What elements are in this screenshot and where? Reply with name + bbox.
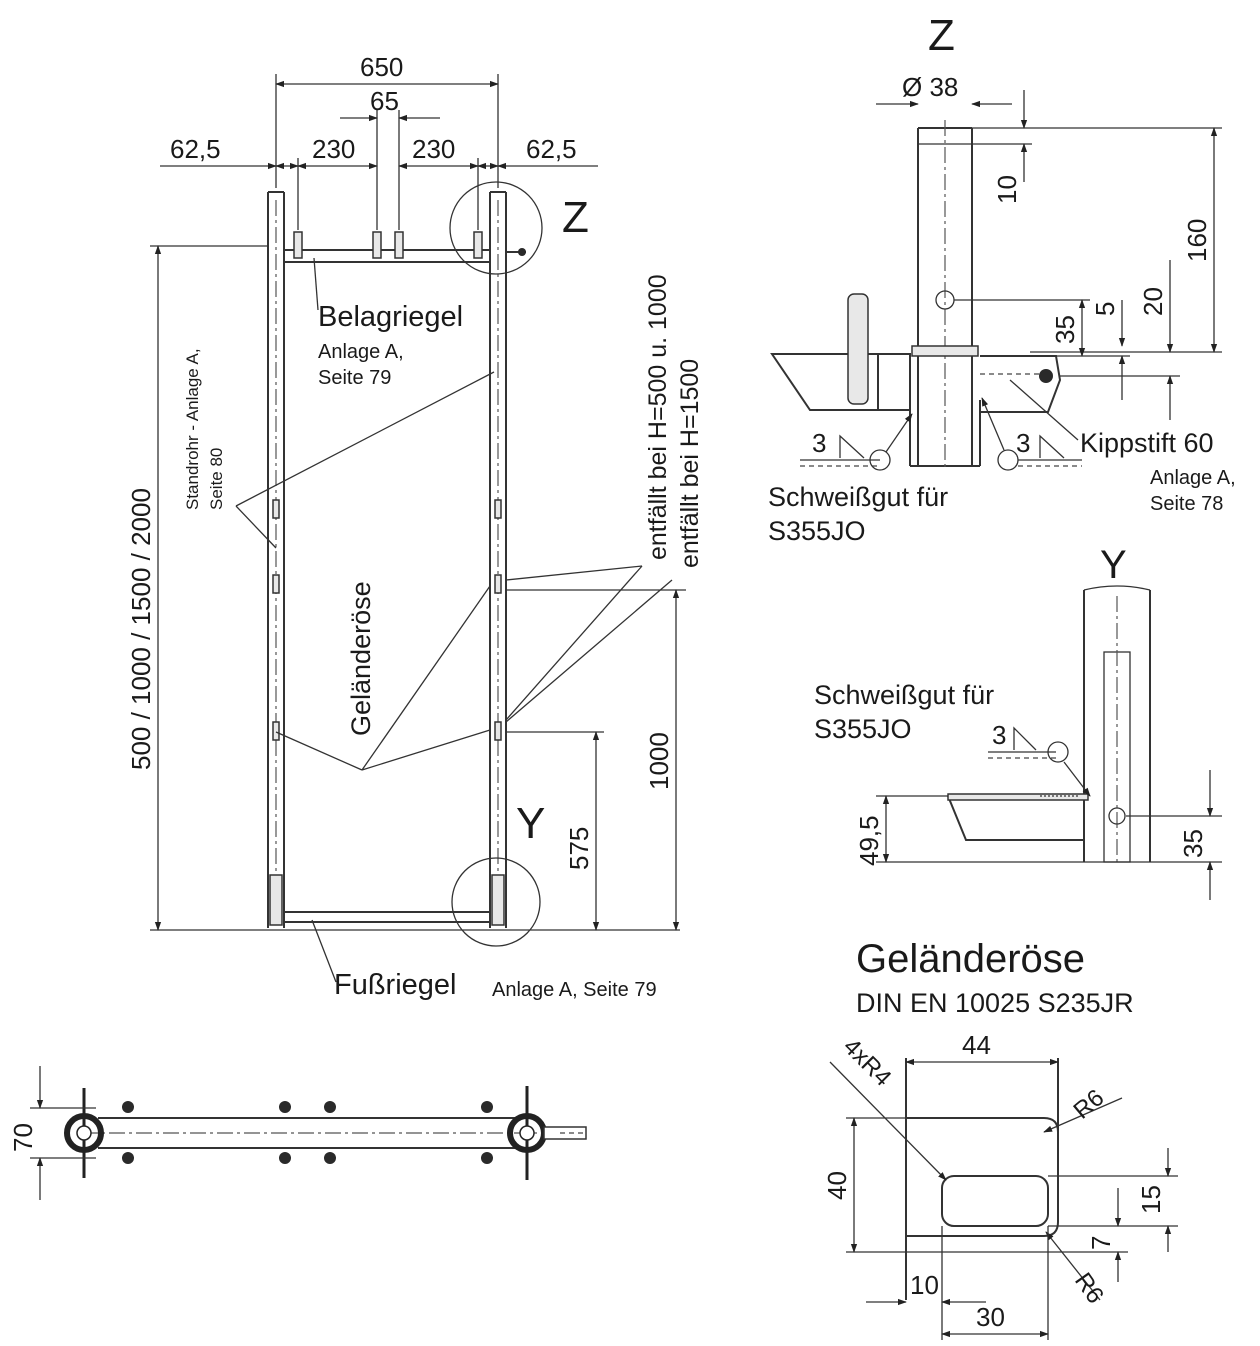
- standrohr-right: [489, 191, 507, 928]
- weld-note-z-1: Schweißgut für: [768, 482, 948, 512]
- weld-y-size: 3: [992, 720, 1006, 750]
- dim-44-text: 44: [962, 1030, 991, 1060]
- fussriegel-bar: [284, 911, 490, 923]
- weld-right-size: 3: [1016, 428, 1030, 458]
- kippstifte: [293, 231, 483, 259]
- dimension-35: 35: [954, 299, 1090, 357]
- standrohr-left: [267, 191, 285, 928]
- label-fussriegel: Fußriegel Anlage A, Seite 79: [311, 919, 657, 1001]
- dimension-height: 500 / 1000 / 1500 / 2000: [126, 245, 680, 931]
- ring-left: [64, 1088, 104, 1178]
- label-entfaellt: entfällt bei H=500 u. 1000 entfällt bei …: [505, 274, 704, 723]
- detail-z: Z Ø 38 10: [768, 11, 1236, 546]
- dim-10-text: 10: [992, 175, 1022, 204]
- label-4xr4: 4xR4: [829, 1033, 947, 1181]
- label-kippstift: Kippstift 60 Anlage A, Seite 78: [1009, 379, 1236, 515]
- dim-dia-text: Ø 38: [902, 72, 958, 102]
- weld-note-y-1: Schweißgut für: [814, 680, 994, 710]
- dimension-dia-38: Ø 38: [876, 72, 1012, 108]
- dim-650-text: 650: [360, 52, 403, 82]
- dimension-650: 650: [275, 52, 499, 188]
- dimension-49-5: 49,5: [854, 795, 1222, 866]
- dimension-160: 160: [1030, 127, 1222, 353]
- dimension-10-oese: 10: [866, 1226, 986, 1340]
- standrohr-ref: Seite 80: [207, 448, 226, 510]
- weld-symbol-right: 3: [981, 397, 1082, 471]
- dimension-5: 5: [1056, 300, 1130, 400]
- dimension-1000: 1000: [506, 589, 686, 931]
- dimension-20: 20: [1060, 260, 1180, 420]
- label-belagriegel: Belagriegel Anlage A, Seite 79: [313, 257, 463, 389]
- dim-5-text: 5: [1090, 302, 1120, 316]
- oese-title: Geländeröse: [856, 937, 1085, 981]
- r4-text: 4xR4: [838, 1033, 897, 1092]
- dim-30-text: 30: [976, 1302, 1005, 1332]
- oese-material: DIN EN 10025 S235JR: [856, 988, 1134, 1018]
- weld-left-size: 3: [812, 428, 826, 458]
- dim-230-left: 230: [312, 134, 355, 164]
- dimension-575: 575: [506, 731, 604, 931]
- gelaenderoese-text: Geländeröse: [346, 581, 376, 736]
- detail-circle-y: [451, 857, 541, 947]
- detail-label-z: Z: [562, 193, 589, 242]
- entfaellt-2-text: entfällt bei H=1500: [676, 359, 704, 568]
- detail-y-title: Y: [1100, 543, 1127, 587]
- dimension-35-y: 35: [1126, 770, 1222, 900]
- dim-1000-text: 1000: [644, 732, 674, 790]
- dim-20-text: 20: [1138, 287, 1168, 316]
- dim-62-5-left: 62,5: [170, 134, 221, 164]
- dim-230-right: 230: [412, 134, 455, 164]
- dimension-chain-top: 62,5 230 230 62,5: [160, 134, 598, 230]
- detail-y: Y 3 Schweißgut für S355JO 49,5: [814, 543, 1222, 900]
- fussriegel-ref: Anlage A, Seite 79: [492, 979, 657, 1001]
- dim-70-text: 70: [8, 1123, 38, 1152]
- dim-15-text: 15: [1136, 1185, 1166, 1214]
- weld-note-y-2: S355JO: [814, 714, 912, 744]
- dim-35-y-text: 35: [1178, 829, 1208, 858]
- detail-z-title: Z: [928, 11, 955, 60]
- dimension-10: 10: [972, 90, 1222, 204]
- dim-height-text: 500 / 1000 / 1500 / 2000: [126, 488, 156, 770]
- dim-10-oese-text: 10: [910, 1270, 939, 1300]
- detail-circle-z: [449, 181, 543, 275]
- dim-160-text: 160: [1182, 219, 1212, 262]
- fussriegel-text: Fußriegel: [334, 969, 457, 1001]
- dimension-15: 15: [1048, 1148, 1178, 1252]
- dim-62-5-right: 62,5: [526, 134, 577, 164]
- plan-pins: [122, 1101, 493, 1164]
- label-standrohr: Standrohr - Anlage A, Seite 80: [183, 348, 495, 549]
- dimension-44: 44: [905, 1030, 1059, 1066]
- gelaenderoesen: [272, 499, 502, 741]
- belagriegel-text: Belagriegel: [318, 301, 463, 333]
- ring-right: [507, 1086, 587, 1180]
- dimension-40: 40: [822, 1117, 1128, 1253]
- dim-65-text: 65: [370, 86, 399, 116]
- dim-575-text: 575: [564, 827, 594, 870]
- gelaenderoese-detail: Geländeröse DIN EN 10025 S235JR 44 4xR4 …: [822, 937, 1178, 1340]
- label-gelaenderoese: Geländeröse: [275, 581, 491, 771]
- belagriegel-ref2: Seite 79: [318, 367, 391, 389]
- entfaellt-1-text: entfällt bei H=500 u. 1000: [644, 274, 672, 560]
- dim-35-text: 35: [1050, 315, 1080, 344]
- detail-label-y: Y: [516, 799, 545, 848]
- dim-49-5-text: 49,5: [854, 815, 884, 866]
- dim-7-text: 7: [1086, 1236, 1116, 1250]
- dimension-70: 70: [8, 1066, 96, 1200]
- kippstift-text: Kippstift 60: [1080, 428, 1214, 458]
- standrohr-text: Standrohr - Anlage A,: [183, 348, 202, 510]
- kippstift-ref1: Anlage A,: [1150, 467, 1236, 489]
- dim-40-text: 40: [822, 1171, 852, 1200]
- front-view: Z Y 650 65 62,5 230 230: [126, 52, 704, 1001]
- dimension-30: 30: [941, 1226, 1049, 1340]
- kippstift-ref2: Seite 78: [1150, 493, 1223, 515]
- weld-symbol-left: 3: [800, 413, 913, 471]
- r6-bottom-text: R6: [1069, 1268, 1109, 1309]
- dimension-65: 65: [340, 86, 440, 230]
- belagriegel-ref1: Anlage A,: [318, 341, 404, 363]
- plan-view: 70: [8, 1066, 587, 1200]
- dimension-7: 7: [1086, 1188, 1122, 1282]
- weld-symbol-y: 3: [988, 720, 1091, 797]
- weld-note-z-2: S355JO: [768, 516, 866, 546]
